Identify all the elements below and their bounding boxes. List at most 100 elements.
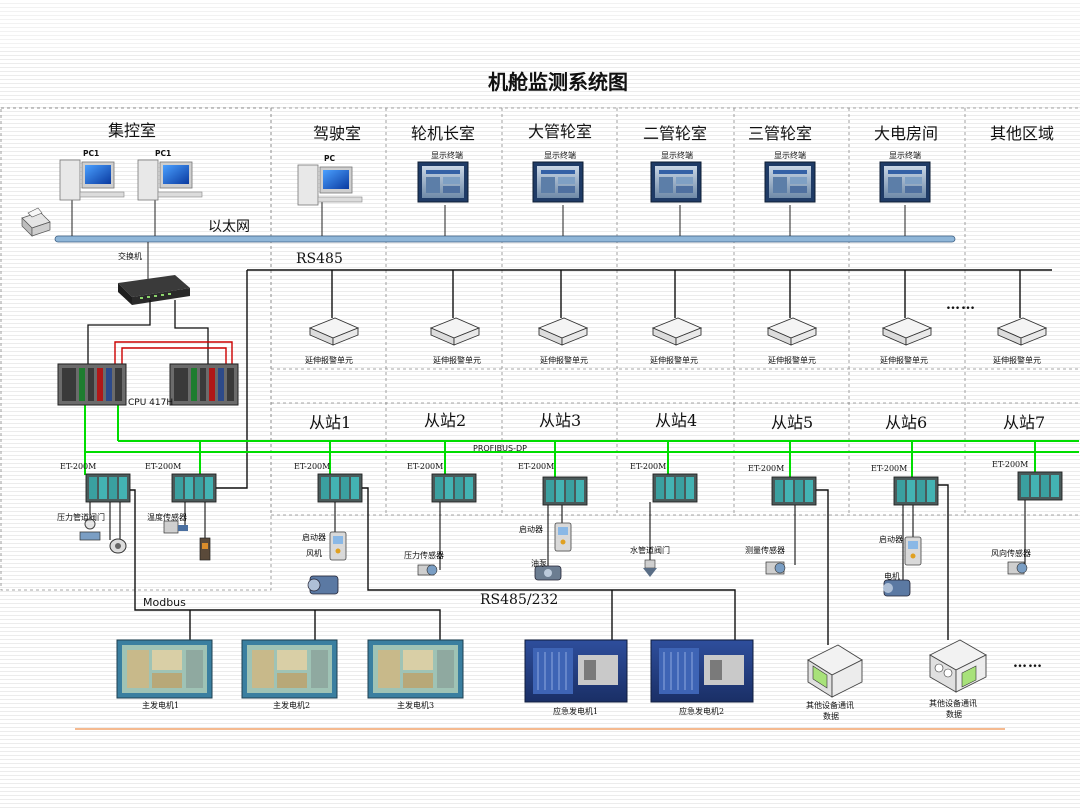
zone-label-electrical-room: 大电房间 — [874, 124, 939, 143]
fan-motor-icon — [307, 575, 339, 595]
et200m-label: ET-200M — [145, 462, 182, 471]
plc-rack-a — [57, 363, 127, 406]
more-alarm-units-ellipsis: …… — [946, 297, 976, 313]
rs485-232-label: RS485/232 — [480, 592, 559, 608]
et200m-module-icon — [652, 473, 698, 503]
slave-station-label: 从站6 — [885, 413, 928, 432]
other-device-icon — [807, 644, 863, 698]
starter-label: 启动器 — [302, 533, 326, 542]
alarm-unit-icon — [537, 317, 589, 346]
alarm-unit-icon — [996, 317, 1048, 346]
redundancy-link — [114, 341, 233, 365]
pipe-valve-pressure-label: 压力管道阀门 — [57, 513, 105, 522]
modbus-label: Modbus — [143, 596, 186, 609]
display-terminal-icon — [532, 161, 584, 203]
et200m-label: ET-200M — [60, 462, 97, 471]
wind-sensor-icon — [1007, 561, 1028, 575]
et200m-module-icon — [893, 476, 939, 506]
pressure-sensor-icon — [417, 564, 438, 576]
fan-label: 风机 — [306, 549, 322, 558]
rs485-232-line — [362, 484, 949, 645]
pump-icon — [534, 565, 562, 581]
switch-label: 交换机 — [118, 252, 142, 261]
water-valve-label: 水管道阀门 — [630, 546, 670, 555]
zone-label-chief-mate-engineer: 大管轮室 — [528, 122, 593, 141]
main-generator-icon — [116, 639, 213, 699]
zone-label-bridge: 驾驶室 — [313, 124, 362, 143]
emergency-generator-label: 应急发电机2 — [679, 707, 725, 716]
alarm-unit-label: 延伸报警单元 — [880, 356, 928, 365]
zone-control-room-box — [0, 107, 272, 591]
et200m-module-icon — [542, 476, 588, 506]
et200m-module-icon — [431, 473, 477, 503]
other-comm-label-line2: 数据 — [946, 710, 962, 719]
et200m-module-icon — [317, 473, 363, 503]
et200m-module-icon — [1017, 471, 1063, 501]
cpu-label: CPU 417H — [128, 398, 174, 408]
pc-icon — [297, 164, 363, 206]
pump-label: 油泵 — [531, 559, 547, 568]
display-terminal-label: 显示终端 — [889, 151, 921, 160]
display-terminal-icon — [764, 161, 816, 203]
et200m-label: ET-200M — [518, 462, 555, 471]
temperature-device-icon — [199, 537, 211, 561]
slave-station-label: 从站1 — [309, 413, 352, 432]
main-generator-label: 主发电机1 — [142, 701, 180, 710]
display-terminal-label: 显示终端 — [431, 151, 463, 160]
et200m-module-icon — [85, 473, 131, 503]
pressure-sensor-label: 压力传感器 — [404, 551, 444, 560]
starter-icon — [329, 531, 347, 561]
pc-bridge-label: PC — [324, 154, 336, 163]
pc1-b-label: PC1 — [155, 149, 172, 158]
alarm-unit-label: 延伸报警单元 — [650, 356, 698, 365]
wind-sensor-label: 风向传感器 — [991, 549, 1031, 558]
alarm-unit-label: 延伸报警单元 — [433, 356, 481, 365]
plc-rack-b — [169, 363, 239, 406]
display-terminal-label: 显示终端 — [544, 151, 576, 160]
more-devices-ellipsis: …… — [1013, 655, 1043, 671]
flow-sensor-label: 测量传感器 — [745, 546, 785, 555]
rs485-bus — [210, 269, 1052, 489]
valve-icon — [109, 538, 127, 554]
alarm-unit-label: 延伸报警单元 — [305, 356, 353, 365]
pc-icon — [59, 159, 125, 201]
display-terminal-label: 显示终端 — [661, 151, 693, 160]
switch-icon — [118, 275, 190, 305]
other-comm-label-line1: 其他设备通讯 — [806, 701, 854, 710]
slave-station-label: 从站7 — [1003, 413, 1046, 432]
emergency-generator-icon — [524, 639, 628, 703]
slave-station-label: 从站4 — [655, 411, 698, 430]
emergency-generator-label: 应急发电机1 — [553, 707, 599, 716]
et200m-label: ET-200M — [407, 462, 444, 471]
main-generator-label: 主发电机2 — [273, 701, 311, 710]
main-generator-label: 主发电机3 — [397, 701, 435, 710]
rs485-label: RS485 — [296, 251, 343, 267]
alarm-unit-icon — [429, 317, 481, 346]
alarm-unit-label: 延伸报警单元 — [993, 356, 1041, 365]
profibus-label: PROFIBUS-DP — [473, 444, 527, 453]
water-valve-icon — [643, 559, 657, 577]
slave-station-label: 从站3 — [539, 411, 582, 430]
et200m-module-icon — [171, 473, 217, 503]
ethernet-label: 以太网 — [208, 219, 250, 235]
display-terminal-label: 显示终端 — [774, 151, 806, 160]
display-terminal-icon — [417, 161, 469, 203]
et200m-label: ET-200M — [630, 462, 667, 471]
profibus-bus — [84, 405, 1079, 478]
zone-boundaries — [0, 107, 1079, 591]
switch-cables — [87, 300, 209, 365]
other-comm-label-line2: 数据 — [823, 712, 839, 721]
zone-label-third-engineer: 三管轮室 — [748, 124, 813, 143]
alarm-unit-label: 延伸报警单元 — [768, 356, 816, 365]
zone-label-other-areas: 其他区域 — [990, 124, 1055, 143]
field-wiring — [89, 500, 1026, 580]
et200m-label: ET-200M — [294, 462, 331, 471]
et200m-label: ET-200M — [748, 464, 785, 473]
et200m-label: ET-200M — [992, 460, 1029, 469]
starter-label: 启动器 — [879, 535, 903, 544]
pc-icon — [137, 159, 203, 201]
alarm-unit-label: 延伸报警单元 — [540, 356, 588, 365]
display-terminal-icon — [879, 161, 931, 203]
